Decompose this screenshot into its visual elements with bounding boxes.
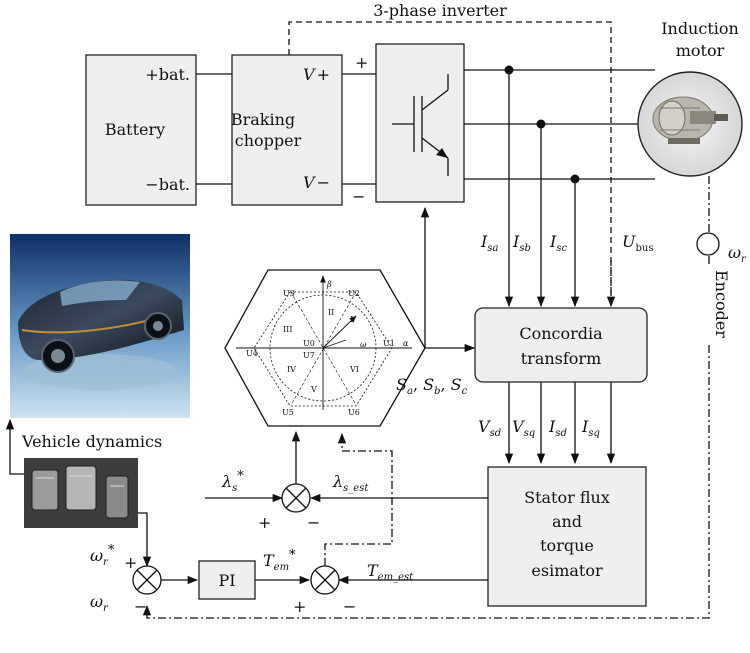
battery-label: Battery [105, 120, 165, 139]
torque-est-label: Tem_est [367, 561, 414, 583]
pi-label: PI [218, 571, 235, 590]
hex-sector-1: I [350, 315, 353, 324]
dynamics-to-vehicle-line [5, 418, 24, 475]
hex-u5: U5 [282, 408, 294, 417]
hex-sector-4: IV [287, 365, 296, 374]
estimator-label-1: Stator flux [524, 488, 610, 507]
speed-ref-line [138, 512, 152, 568]
speed-feedback-line [147, 256, 710, 619]
hex-u0: U0 [303, 339, 315, 348]
hex-u4: U4 [246, 349, 258, 358]
v-minus-label: V− [303, 173, 330, 192]
hex-alpha: α [403, 339, 409, 348]
braking-chopper-box [231, 54, 343, 206]
switch-states-label: Sa, Sb, Sc [396, 375, 468, 397]
hex-u6: U6 [348, 408, 360, 417]
omega-ref-label: ωr* [90, 543, 115, 568]
vehicle-dynamics-label: Vehicle dynamics [21, 432, 162, 451]
isa-label: Isa [480, 232, 498, 254]
omega-r-label: ωr [90, 592, 109, 614]
speed-plus-sign: + [124, 553, 137, 572]
pi-controller-box [198, 560, 256, 600]
lambda-est-label: λs_est [332, 472, 369, 494]
estimator-label-3: torque [540, 536, 594, 555]
concordia-transform-box [474, 307, 648, 383]
flux-summing-junction [281, 483, 311, 513]
battery-pos-label: +bat. [145, 65, 190, 84]
concordia-label-2: transform [521, 349, 602, 368]
estimator-box [487, 466, 647, 607]
motor-label-1: Induction [661, 19, 739, 38]
omega-r-side-label: ωr [728, 243, 747, 265]
lambda-ref-label: λs* [221, 469, 244, 494]
hex-sector-3: III [283, 325, 292, 334]
estimator-label-4: esimator [531, 561, 603, 580]
speed-summing-junction [132, 565, 162, 595]
hex-u7: U7 [303, 351, 315, 360]
hex-u3: U3 [283, 289, 295, 298]
v-plus-label: V+ [303, 65, 330, 84]
inverter-box [375, 43, 465, 203]
isq-label: Isq [581, 417, 600, 439]
flux-plus-sign: + [258, 513, 271, 532]
ubus-label: Ubus [622, 232, 653, 254]
hex-omega: ω [360, 340, 367, 349]
vsq-label: Vsq [512, 417, 535, 439]
vsd-label: Vsd [478, 417, 501, 439]
voltage-vector-hexagon [224, 269, 426, 427]
concordia-label-1: Concordia [519, 324, 603, 343]
induction-motor-icon [637, 71, 743, 177]
torque-ref-label: Tem* [263, 548, 296, 573]
torque-error-line [324, 432, 393, 566]
torque-plus-sign: + [293, 597, 306, 616]
vehicle-image [10, 234, 190, 418]
encoder-icon [696, 232, 720, 256]
hex-beta: β [326, 280, 332, 289]
hex-sector-5: V [310, 385, 317, 394]
igbt-symbol-icon [392, 74, 449, 176]
battery-box [85, 54, 197, 206]
speed-minus-sign: − [134, 597, 147, 616]
hex-u1: U1 [383, 339, 395, 348]
encoder-label: Encoder [712, 270, 731, 338]
inverter-dashed-link [288, 21, 612, 300]
estimator-label-2: and [552, 512, 582, 531]
flux-minus-sign: − [307, 513, 320, 532]
isb-label: Isb [512, 232, 531, 254]
dc-minus-sign: − [352, 187, 365, 206]
isd-label: Isd [548, 417, 567, 439]
hex-sector-6: VI [349, 365, 359, 374]
battery-neg-label: −bat. [145, 175, 190, 194]
hex-sector-2: II [328, 308, 334, 317]
hex-u2: U2 [348, 289, 360, 298]
chopper-label-1: Braking [231, 110, 295, 129]
inverter-title: 3-phase inverter [373, 1, 507, 20]
torque-minus-sign: − [343, 597, 356, 616]
isc-label: Isc [549, 232, 567, 254]
dc-plus-sign: + [355, 53, 368, 72]
pedals-image [24, 458, 138, 528]
chopper-label-2: chopper [235, 131, 302, 150]
motor-label-2: motor [676, 41, 725, 60]
torque-summing-junction [310, 565, 340, 595]
